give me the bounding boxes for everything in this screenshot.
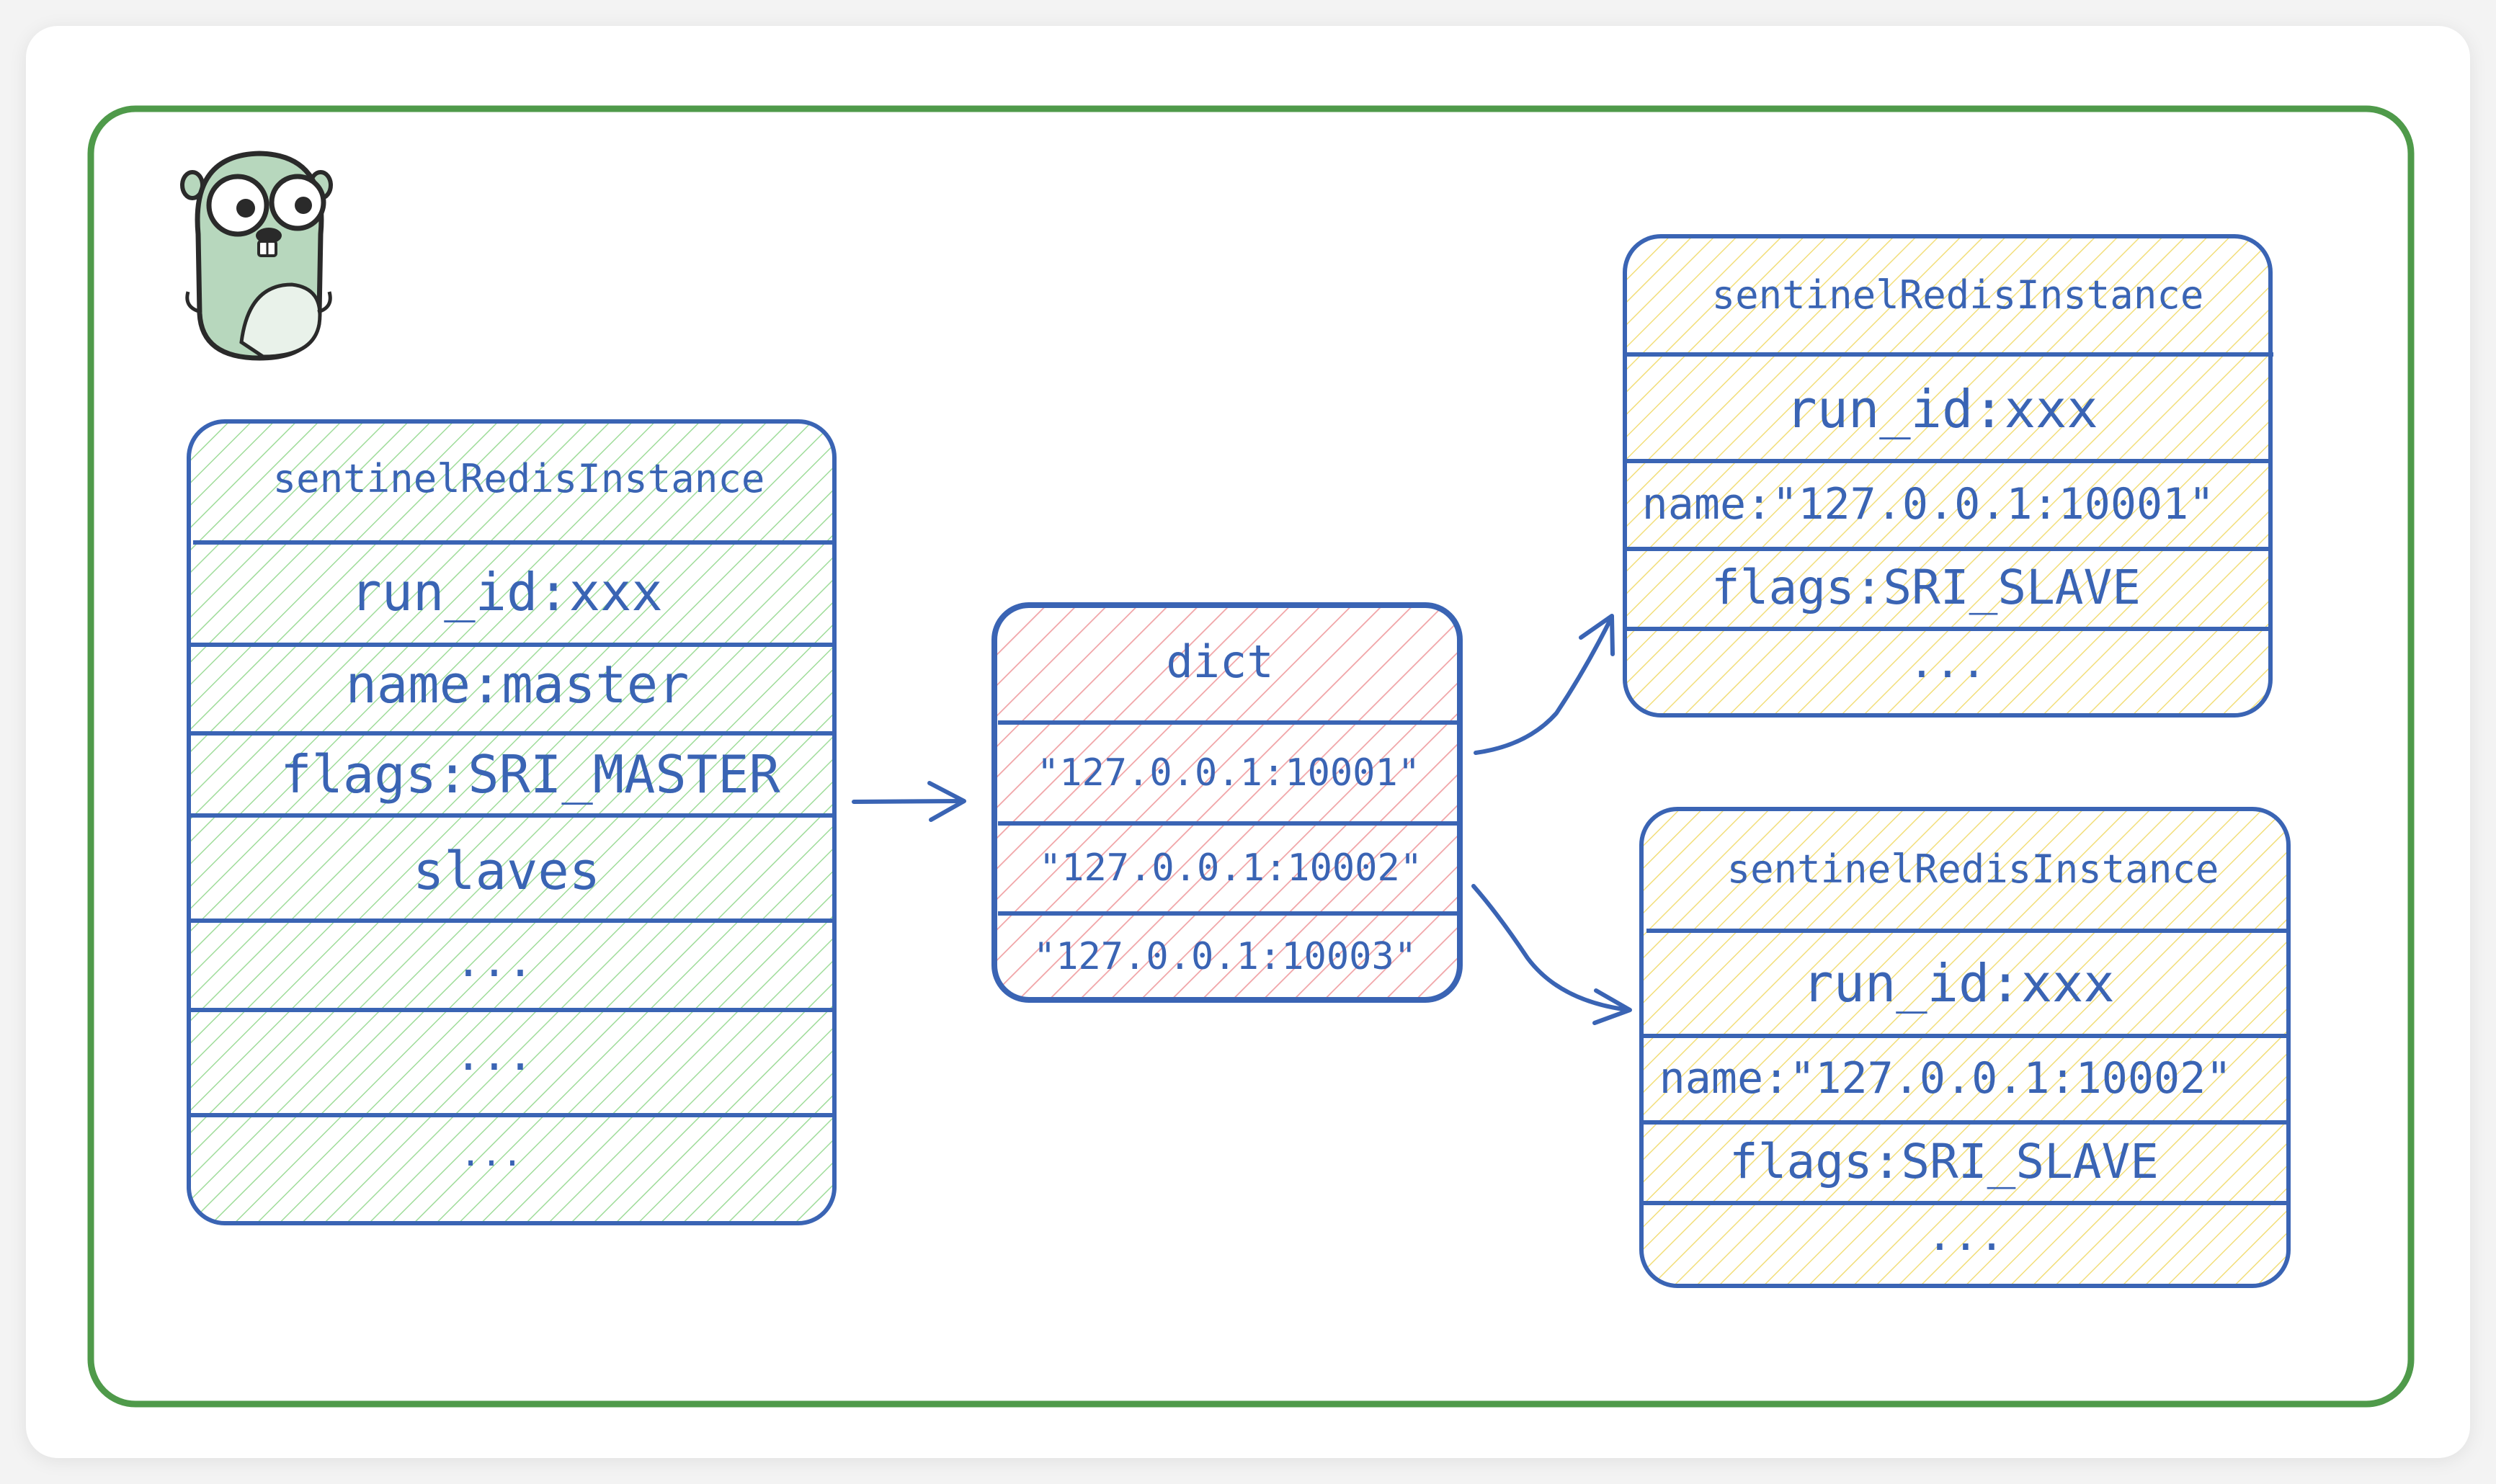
master-ellipsis-2: ... bbox=[455, 1030, 533, 1081]
gopher-icon bbox=[180, 151, 333, 361]
slave1-run-id: run_id:xxx bbox=[1786, 379, 2098, 439]
master-ellipsis-1: ... bbox=[455, 937, 533, 987]
master-name: name:master bbox=[346, 654, 690, 715]
slave2-flags: flags:SRI_SLAVE bbox=[1729, 1134, 2159, 1189]
dict-to-slave1-arrow bbox=[1474, 614, 1615, 755]
slaves-to-dict-arrow bbox=[852, 781, 966, 822]
dict-header: dict bbox=[1166, 635, 1273, 688]
slave1-ellipsis: ... bbox=[1909, 638, 1987, 688]
master-ellipsis-3: ... bbox=[460, 1134, 523, 1174]
master-flags: flags:SRI_MASTER bbox=[280, 744, 780, 805]
dict-to-slave2-arrow bbox=[1471, 884, 1632, 1025]
master-run-id: run_id:xxx bbox=[350, 562, 662, 622]
master-slaves: slaves bbox=[413, 841, 600, 901]
slave2-run-id: run_id:xxx bbox=[1802, 953, 2114, 1014]
dict-entry-10001: "127.0.0.1:10001" bbox=[1037, 751, 1420, 795]
slave2-ellipsis: ... bbox=[1927, 1210, 2005, 1261]
slave2-instance-box: sentinelRedisInstance run_id:xxx name:"1… bbox=[1639, 807, 2291, 1288]
slave1-instance-box: sentinelRedisInstance run_id:xxx name:"1… bbox=[1623, 234, 2273, 718]
dict-entry-10003: "127.0.0.1:10003" bbox=[1033, 935, 1417, 978]
master-header: sentinelRedisInstance bbox=[273, 456, 765, 501]
slave1-header: sentinelRedisInstance bbox=[1712, 272, 2204, 318]
slave1-flags: flags:SRI_SLAVE bbox=[1711, 560, 2141, 615]
container-frame bbox=[87, 105, 2415, 1408]
slave1-name: name:"127.0.0.1:10001" bbox=[1642, 479, 2215, 529]
master-instance-box: sentinelRedisInstance run_id:xxx name:ma… bbox=[187, 419, 837, 1225]
slave2-name: name:"127.0.0.1:10002" bbox=[1659, 1053, 2232, 1104]
dict-box: dict "127.0.0.1:10001" "127.0.0.1:10002"… bbox=[991, 602, 1463, 1003]
slave2-header: sentinelRedisInstance bbox=[1727, 846, 2219, 892]
dict-entry-10002: "127.0.0.1:10002" bbox=[1039, 846, 1422, 890]
